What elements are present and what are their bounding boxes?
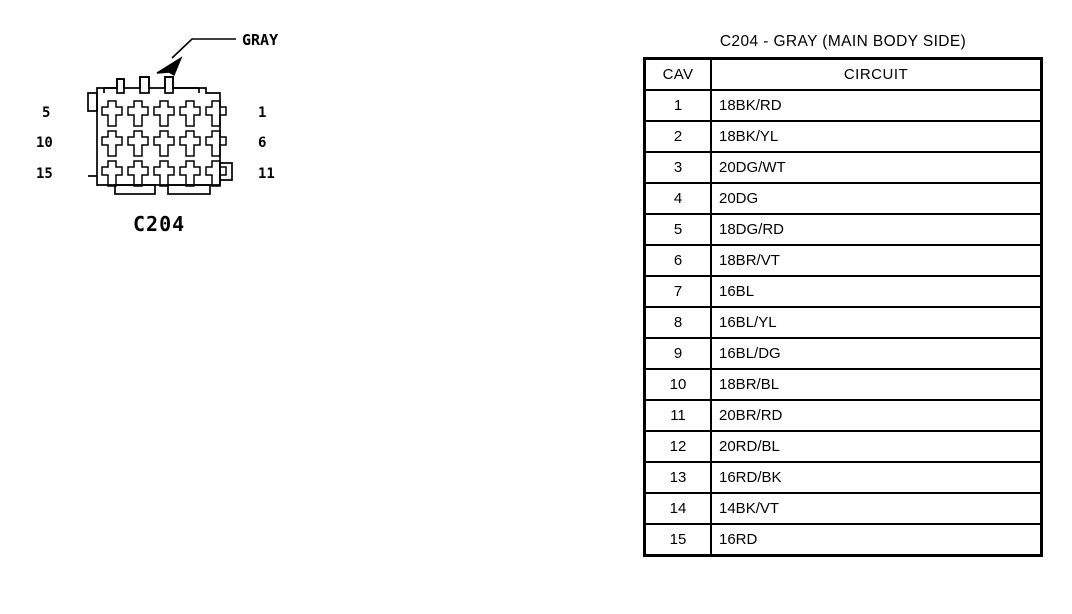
cell-cav: 7 (643, 275, 712, 308)
cell-cav: 11 (643, 399, 712, 432)
circuit-table-block: C204 - GRAY (MAIN BODY SIDE) CAV CIRCUIT… (643, 33, 1043, 557)
cell-cav: 12 (643, 430, 712, 463)
cell-cav: 8 (643, 306, 712, 339)
cell-circuit: 16BL (710, 275, 1043, 308)
pin-label-right-middle: 6 (258, 135, 267, 151)
cell-circuit: 18BR/BL (710, 368, 1043, 401)
cell-circuit: 14BK/VT (710, 492, 1043, 525)
cell-cav: 9 (643, 337, 712, 370)
cell-circuit: 20DG (710, 182, 1043, 215)
gray-callout-label: GRAY (242, 31, 279, 49)
cell-cav: 10 (643, 368, 712, 401)
pin-label-right-bottom: 11 (258, 166, 275, 182)
cell-circuit: 16RD/BK (710, 461, 1043, 494)
cell-circuit: 18DG/RD (710, 213, 1043, 246)
cell-cav: 13 (643, 461, 712, 494)
pin-label-right-top: 1 (258, 105, 267, 121)
column-header-circuit: CIRCUIT (710, 57, 1043, 91)
cell-cav: 2 (643, 120, 712, 153)
cell-cav: 1 (643, 89, 712, 122)
cell-circuit: 16RD (710, 523, 1043, 557)
table-title: C204 - GRAY (MAIN BODY SIDE) (719, 33, 967, 50)
cell-circuit: 16BL/DG (710, 337, 1043, 370)
gray-callout-leader (156, 38, 236, 77)
connector-body (87, 76, 233, 195)
cavity-grid (101, 100, 227, 187)
cell-cav: 3 (643, 151, 712, 184)
connector-diagram: GRAY C204 5 10 15 1 6 11 (0, 0, 330, 260)
cell-cav: 5 (643, 213, 712, 246)
cell-cav: 14 (643, 492, 712, 525)
cell-cav: 6 (643, 244, 712, 277)
connector-name-label: C204 (133, 212, 186, 236)
table-header: CAV CIRCUIT (643, 57, 1043, 91)
cell-circuit: 16BL/YL (710, 306, 1043, 339)
connector-outline-svg (87, 38, 236, 195)
cell-circuit: 18BK/YL (710, 120, 1043, 153)
cell-cav: 15 (643, 523, 712, 557)
pin-label-left-top: 5 (42, 105, 51, 121)
cell-cav: 4 (643, 182, 712, 215)
cell-circuit: 18BR/VT (710, 244, 1043, 277)
cell-circuit: 18BK/RD (710, 89, 1043, 122)
pin-label-left-middle: 10 (36, 135, 53, 151)
cell-circuit: 20DG/WT (710, 151, 1043, 184)
cell-circuit: 20BR/RD (710, 399, 1043, 432)
column-header-cav: CAV (643, 57, 712, 91)
table-header-row: CAV CIRCUIT (643, 57, 1043, 91)
cell-circuit: 20RD/BL (710, 430, 1043, 463)
pin-label-left-bottom: 15 (36, 166, 53, 182)
